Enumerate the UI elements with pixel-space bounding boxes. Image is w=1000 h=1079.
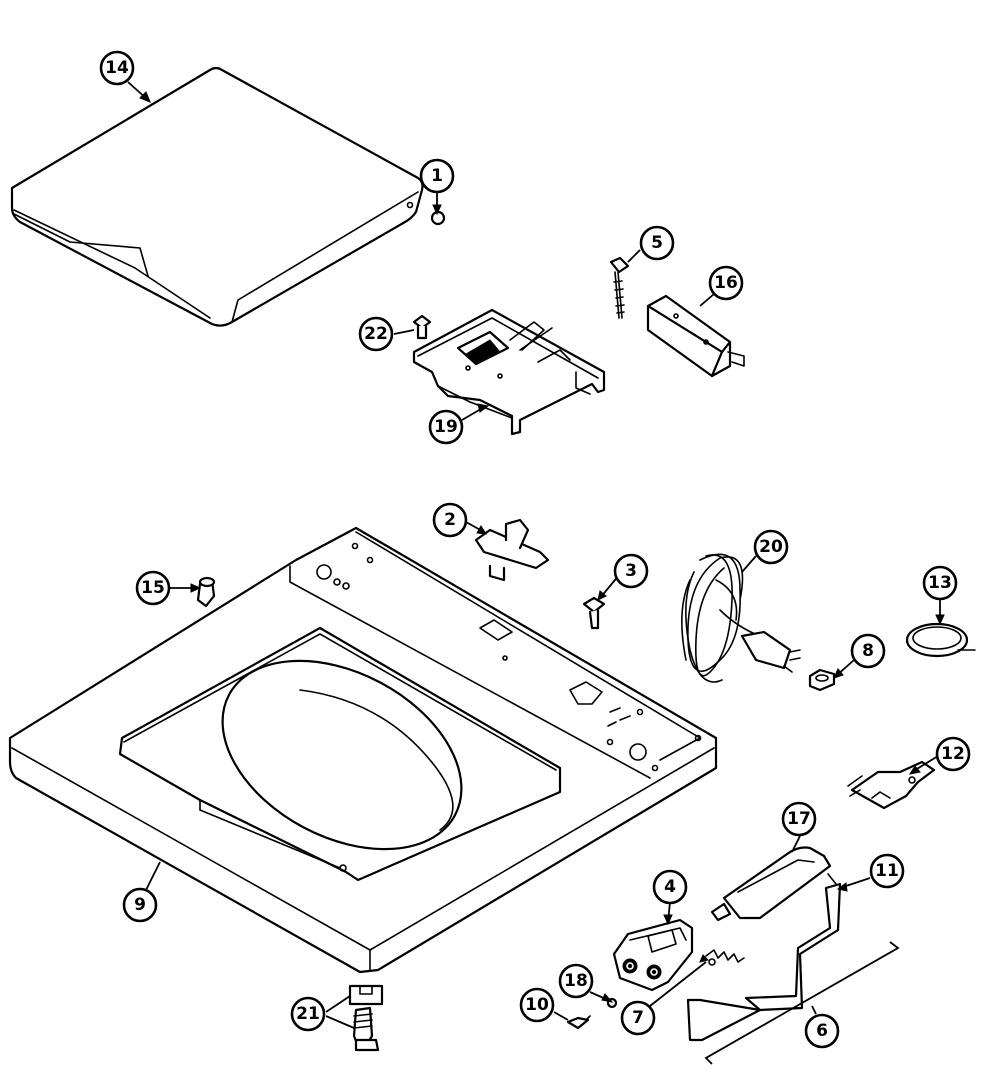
callout-16: 16 xyxy=(708,265,744,301)
part-7-spring xyxy=(705,949,745,966)
part-10-screw xyxy=(566,1015,591,1030)
callout-1-label: 1 xyxy=(431,166,443,186)
part-14-lid xyxy=(10,66,424,327)
part-16-switch xyxy=(646,294,745,378)
callout-10: 10 xyxy=(519,987,555,1023)
callout-2: 2 xyxy=(432,502,468,538)
leader-arrowheads xyxy=(139,91,945,1003)
callout-9: 9 xyxy=(122,887,158,923)
part-8-clip xyxy=(808,668,836,692)
callout-13: 13 xyxy=(922,565,958,601)
callout-15-label: 15 xyxy=(141,578,165,598)
callout-14-label: 14 xyxy=(105,58,129,78)
callout-16-label: 16 xyxy=(714,273,738,293)
callout-17-label: 17 xyxy=(787,809,811,829)
callout-11-label: 11 xyxy=(875,861,899,881)
callout-9-label: 9 xyxy=(134,895,146,915)
part-5-screw xyxy=(609,256,630,319)
callout-3: 3 xyxy=(613,553,649,589)
callout-5: 5 xyxy=(639,225,675,261)
part-13-ring xyxy=(905,622,976,658)
callout-19-label: 19 xyxy=(434,417,458,437)
callout-2-label: 2 xyxy=(444,510,456,530)
callout-22-label: 22 xyxy=(364,324,388,344)
callout-8: 8 xyxy=(850,633,886,669)
callout-20-label: 20 xyxy=(759,537,783,557)
callout-12: 12 xyxy=(935,736,971,772)
callout-7: 7 xyxy=(620,1000,656,1036)
callout-6: 6 xyxy=(804,1013,840,1049)
callout-20: 20 xyxy=(753,529,789,565)
callout-4: 4 xyxy=(652,869,688,905)
callout-11: 11 xyxy=(869,853,905,889)
callout-3-label: 3 xyxy=(625,561,637,581)
part-11-lever xyxy=(686,882,842,1042)
part-9-top-panel xyxy=(8,526,718,974)
callout-7-label: 7 xyxy=(632,1008,644,1028)
callout-15: 15 xyxy=(135,570,171,606)
part-21-clip-screw xyxy=(348,984,384,1052)
part-6-group-bracket xyxy=(704,941,900,1065)
part-19-bracket xyxy=(412,308,606,436)
part-2-latch xyxy=(474,518,550,582)
callout-1: 1 xyxy=(419,158,455,194)
part-12-clamp xyxy=(847,760,936,810)
callout-10-label: 10 xyxy=(525,995,549,1015)
part-15-bumper xyxy=(196,576,216,608)
callout-18: 18 xyxy=(558,963,594,999)
callout-5-label: 5 xyxy=(651,233,663,253)
callout-17: 17 xyxy=(781,801,817,837)
callout-6-label: 6 xyxy=(816,1021,828,1041)
part-20-power-cord xyxy=(681,553,801,683)
callout-22: 22 xyxy=(358,316,394,352)
part-17-actuator xyxy=(710,846,837,922)
part-3-screw xyxy=(582,596,606,630)
callout-19: 19 xyxy=(428,409,464,445)
callout-21-label: 21 xyxy=(296,1004,320,1024)
part-1-plug xyxy=(430,210,446,226)
callout-18-label: 18 xyxy=(564,971,588,991)
callout-8-label: 8 xyxy=(862,641,874,661)
callout-4-label: 4 xyxy=(664,877,676,897)
callout-14: 14 xyxy=(99,50,135,86)
callout-13-label: 13 xyxy=(928,573,952,593)
callout-21: 21 xyxy=(290,996,326,1032)
part-4-lid-switch xyxy=(612,918,694,992)
part-22-screw xyxy=(412,314,432,340)
callout-12-label: 12 xyxy=(941,744,965,764)
